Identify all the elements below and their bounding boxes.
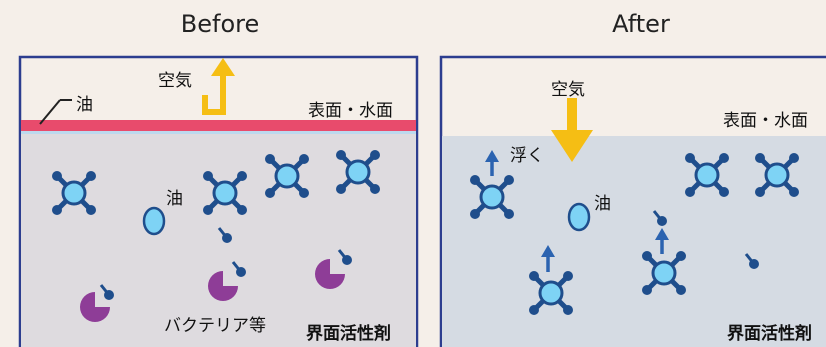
before-oil-label: 油	[166, 189, 183, 209]
before-surfactant-label: 界面活性剤	[306, 324, 391, 344]
after-water	[442, 136, 826, 347]
after-title: After	[612, 10, 670, 38]
oil-droplet	[142, 206, 166, 236]
after-surface-label: 表面・水面	[723, 111, 808, 131]
float-label: 浮く	[510, 146, 544, 166]
oil-layer-leader	[39, 99, 61, 125]
float-arrowhead	[541, 245, 555, 257]
oil-layer-label: 油	[76, 95, 93, 115]
after-surfactant-label: 界面活性剤	[727, 324, 812, 344]
float-arrowhead	[655, 228, 669, 240]
before-air-arrow	[202, 72, 226, 115]
before-oil-layer	[21, 120, 416, 131]
before-title: Before	[180, 10, 260, 38]
before-air-label: 空気	[158, 71, 192, 91]
after-air-arrow-shaft	[567, 98, 577, 136]
before-air-arrowhead	[211, 58, 235, 76]
before-water-line	[21, 131, 416, 134]
after-oil-label: 油	[594, 194, 611, 214]
bacteria-label: バクテリア等	[164, 316, 266, 336]
after-air-arrowhead	[551, 130, 593, 162]
after-panel	[439, 55, 826, 347]
float-arrowhead	[485, 150, 499, 162]
before-panel	[18, 55, 419, 347]
oil-droplet	[567, 202, 591, 232]
after-air-label: 空気	[551, 80, 585, 100]
before-surface-label: 表面・水面	[308, 101, 393, 121]
